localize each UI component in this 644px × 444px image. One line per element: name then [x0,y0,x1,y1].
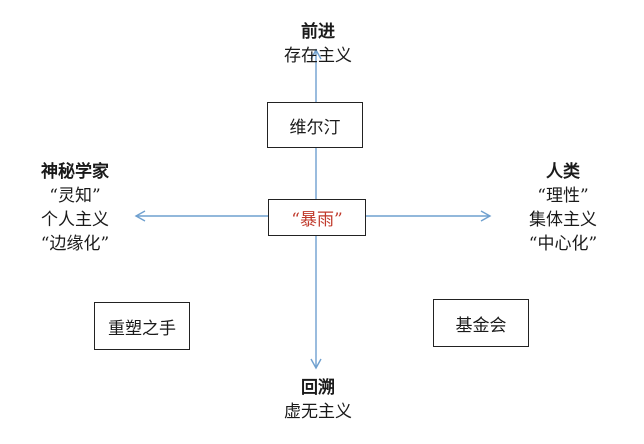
right-axis-title: 人类 [546,162,580,182]
upper-node-box: 维尔汀 [267,102,363,148]
top-axis-label: 前进 存在主义 [258,20,378,68]
top-axis-title: 前进 [301,22,335,42]
top-axis-line-1: 存在主义 [284,46,352,66]
lower-right-node-box: 基金会 [433,299,529,347]
bottom-axis-title: 回溯 [301,378,335,398]
right-axis-line-2: 集体主义 [529,210,597,230]
right-axis-line-1: “理性” [537,186,589,206]
center-node-box: “暴雨” [268,199,366,236]
right-axis-label: 人类 “理性” 集体主义 “中心化” [508,160,618,256]
bottom-axis-label: 回溯 虚无主义 [258,376,378,424]
lower-left-node-box: 重塑之手 [94,302,190,350]
left-axis-line-2: 个人主义 [41,210,109,230]
left-axis-line-3: “边缘化” [40,234,110,254]
left-axis-label: 神秘学家 “灵知” 个人主义 “边缘化” [20,160,130,256]
bottom-axis-line-1: 虚无主义 [284,402,352,422]
left-axis-line-1: “灵知” [49,186,101,206]
left-axis-title: 神秘学家 [41,162,109,182]
right-axis-line-3: “中心化” [528,234,598,254]
